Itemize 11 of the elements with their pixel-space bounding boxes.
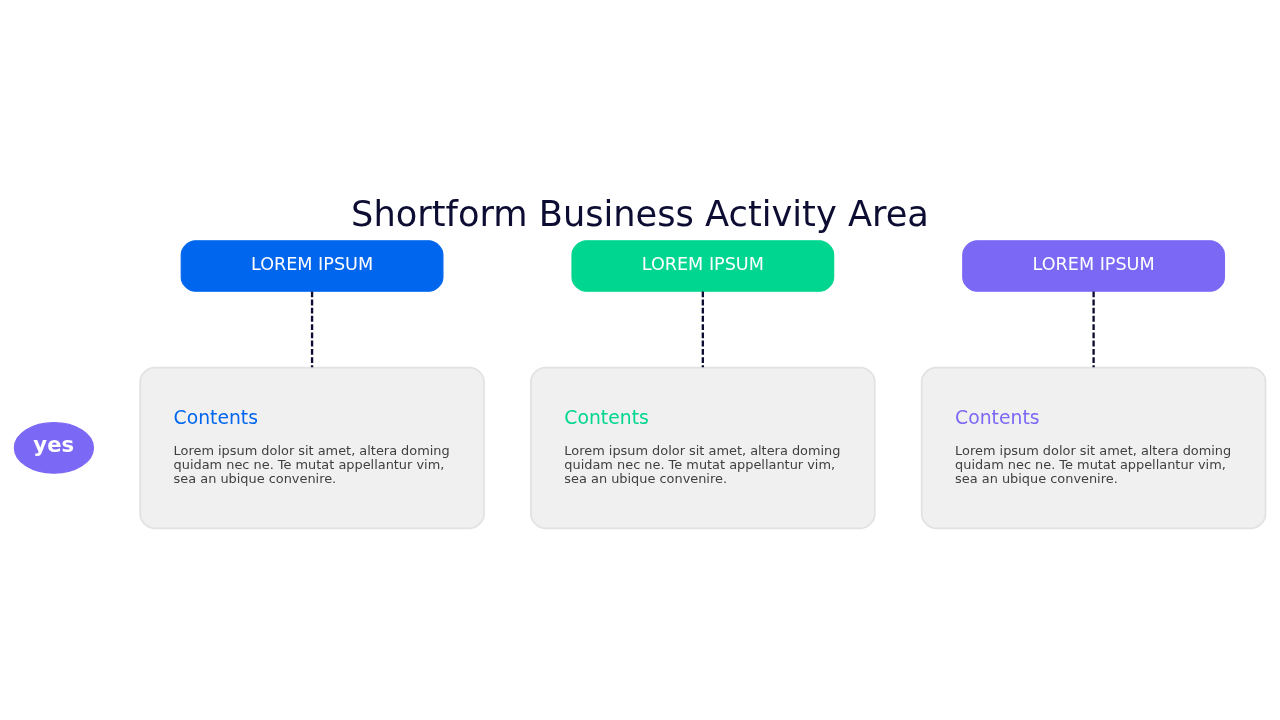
diagram-title: Shortform Business Activity Area [351,192,929,234]
node-ellipse: yes [13,421,95,474]
node-box: Contents Lorem ipsum dolor sit amet, altera doming quidam nec ne. Te mutat appellantur vim, sea an ubique convenire. [139,366,485,529]
node-box: LOREM IPSUM [180,239,444,292]
connector [310,290,314,367]
node-box: Contents Lorem ipsum dolor sit amet, altera doming quidam nec ne. Te mutat appellantur vim, sea an ubique convenire. [530,366,876,529]
node-box: LOREM IPSUM [962,239,1226,292]
connector [701,290,704,367]
connector [1092,290,1095,367]
node-box: Contents Lorem ipsum dolor sit amet, altera doming quidam nec ne. Te mutat appellantur vim, sea an ubique convenire. [920,366,1267,529]
node-box: LOREM IPSUM [571,239,835,292]
